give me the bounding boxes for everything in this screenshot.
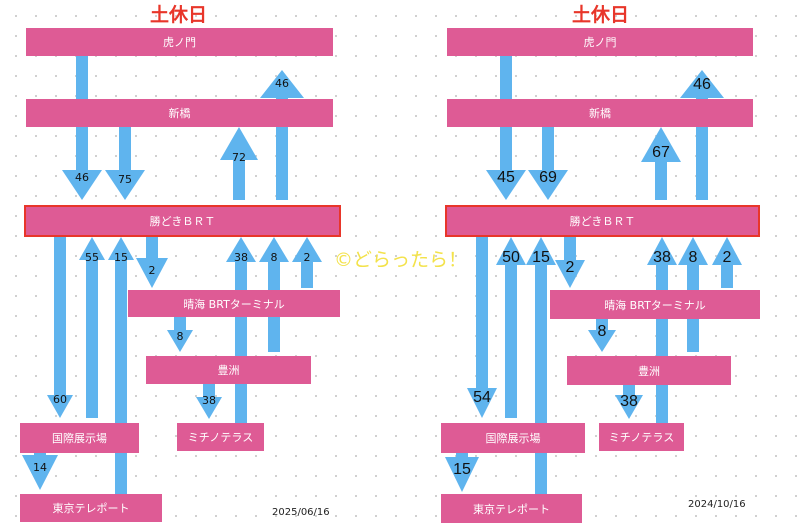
left-flow-label-kachi-kokusai: 60 xyxy=(53,393,67,406)
left-flow-label-toyosu-kachi: 8 xyxy=(271,251,278,264)
right-flow-label-shin-tora: 46 xyxy=(693,76,711,93)
left-flow-arrow-michino-kachi: 38 xyxy=(226,237,256,423)
left-node-tokyo-teleport: 東京テレポート xyxy=(20,494,162,522)
right-flow-arrow-harumi-toyosu: 8 xyxy=(588,317,616,352)
left-node-toranomon: 虎ノ門 xyxy=(26,28,333,56)
right-flow-label-kachi-shin: 67 xyxy=(652,144,670,161)
right-flow-arrow-kokusai-kachi: 50 xyxy=(496,237,526,418)
left-flow-label-shin-kachi-a: 46 xyxy=(75,171,89,184)
right-flow-label-harumi-toyosu: 8 xyxy=(598,323,607,340)
right-flow-label-kachi-kokusai: 54 xyxy=(473,389,491,406)
right-flow-label-kokusai-kachi: 50 xyxy=(502,249,520,266)
right-node-toyosu: 豊洲 xyxy=(567,356,731,385)
left-flow-arrow-shin-kachi-b: 75 xyxy=(105,127,145,200)
right-flow-label-toyosu-kachi: 8 xyxy=(689,249,698,266)
left-flow-arrow-shin-tora: 46 xyxy=(260,70,304,200)
left-flow-label-michino-kachi: 38 xyxy=(234,251,248,264)
left-flow-label-shin-kachi-b: 75 xyxy=(118,173,132,186)
left-flow-arrow-kokusai-teleport: 14 xyxy=(22,453,58,490)
right-node-shinbashi: 新橋 xyxy=(447,99,753,127)
right-flow-arrow-toyosu-michino: 38 xyxy=(615,384,643,419)
right-flow-label-kokusai-teleport: 15 xyxy=(453,461,471,478)
right-node-michino-terrace: ミチノテラス xyxy=(599,423,684,451)
left-flow-label-shin-tora: 46 xyxy=(275,77,289,90)
right-flow-arrow-teleport-kachi: 15 xyxy=(526,237,556,494)
left-node-kachidoki-brt: 勝どきＢＲＴ xyxy=(24,205,341,237)
right-flow-label-shin-kachi-a: 45 xyxy=(497,169,515,186)
left-flow-arrow-kachi-shin: 72 xyxy=(220,127,258,200)
left-flow-label-toyosu-michino: 38 xyxy=(202,394,216,407)
right-node-tokyo-teleport: 東京テレポート xyxy=(441,494,582,523)
left-flow-label-kachi-harumi: 2 xyxy=(149,264,156,277)
left-flow-arrow-tora-shin xyxy=(76,56,88,99)
right-node-toranomon: 虎ノ門 xyxy=(447,28,753,56)
left-flow-arrow-kachi-kokusai: 60 xyxy=(47,237,73,418)
right-flow-arrow-kachi-shin: 67 xyxy=(641,127,681,200)
left-flow-arrow-kokusai-kachi: 55 xyxy=(79,237,105,418)
left-node-kokusai-tenjijo: 国際展示場 xyxy=(20,423,139,453)
left-flow-label-harumi-kachi: 2 xyxy=(304,251,311,264)
right-flow-arrow-shin-kachi-b: 69 xyxy=(528,127,568,200)
right-flow-label-kachi-harumi: 2 xyxy=(566,259,575,276)
right-flow-arrow-kokusai-teleport: 15 xyxy=(445,453,479,492)
left-flow-arrow-teleport-kachi: 15 xyxy=(108,237,134,494)
left-node-toyosu: 豊洲 xyxy=(146,356,311,384)
right-flow-label-toyosu-michino: 38 xyxy=(620,393,638,410)
right-flow-label-shin-kachi-b: 69 xyxy=(539,169,557,186)
right-date: 2024/10/16 xyxy=(688,499,746,510)
right-day-title: 土休日 xyxy=(572,4,630,26)
right-flow-arrow-kachi-kokusai: 54 xyxy=(467,237,497,418)
left-flow-label-kokusai-teleport: 14 xyxy=(33,461,47,474)
right-flow-arrow-tora-shin xyxy=(500,56,512,99)
left-flow-arrow-kachi-harumi: 2 xyxy=(136,237,168,288)
left-flow-arrow-harumi-kachi: 2 xyxy=(292,237,322,288)
left-node-shinbashi: 新橋 xyxy=(26,99,333,127)
right-flow-arrow-harumi-kachi: 2 xyxy=(712,237,742,288)
left-flow-arrow-toyosu-michino: 38 xyxy=(196,384,222,419)
left-flow-label-kachi-shin: 72 xyxy=(232,151,246,164)
right-flow-arrow-kachi-harumi: 2 xyxy=(555,237,585,288)
copyright-watermark: ©どらったら！ xyxy=(334,249,468,271)
right-flow-label-harumi-kachi: 2 xyxy=(723,249,732,266)
left-flow-label-harumi-toyosu: 8 xyxy=(177,330,184,343)
right-node-kachidoki-brt: 勝どきＢＲＴ xyxy=(445,205,760,237)
left-flow-arrow-shin-kachi-a: 46 xyxy=(62,127,102,200)
right-flow-label-teleport-kachi: 15 xyxy=(532,249,550,266)
left-flow-label-kokusai-kachi: 55 xyxy=(85,251,99,264)
right-node-kokusai-tenjijo: 国際展示場 xyxy=(441,423,585,453)
right-flow-arrow-shin-tora: 46 xyxy=(680,70,724,200)
left-node-michino-terrace: ミチノテラス xyxy=(177,423,264,451)
right-flow-arrow-shin-kachi-a: 45 xyxy=(486,127,526,200)
left-flow-arrow-harumi-toyosu: 8 xyxy=(167,317,193,352)
left-day-title: 土休日 xyxy=(150,4,208,26)
right-flow-label-michino-kachi: 38 xyxy=(653,249,671,266)
right-flow-arrow-michino-kachi: 38 xyxy=(647,237,677,423)
left-flow-label-teleport-kachi: 15 xyxy=(114,251,128,264)
right-node-harumi-terminal: 晴海 BRTターミナル xyxy=(550,290,760,319)
left-date: 2025/06/16 xyxy=(272,507,330,518)
left-node-harumi-terminal: 晴海 BRTターミナル xyxy=(128,290,340,317)
